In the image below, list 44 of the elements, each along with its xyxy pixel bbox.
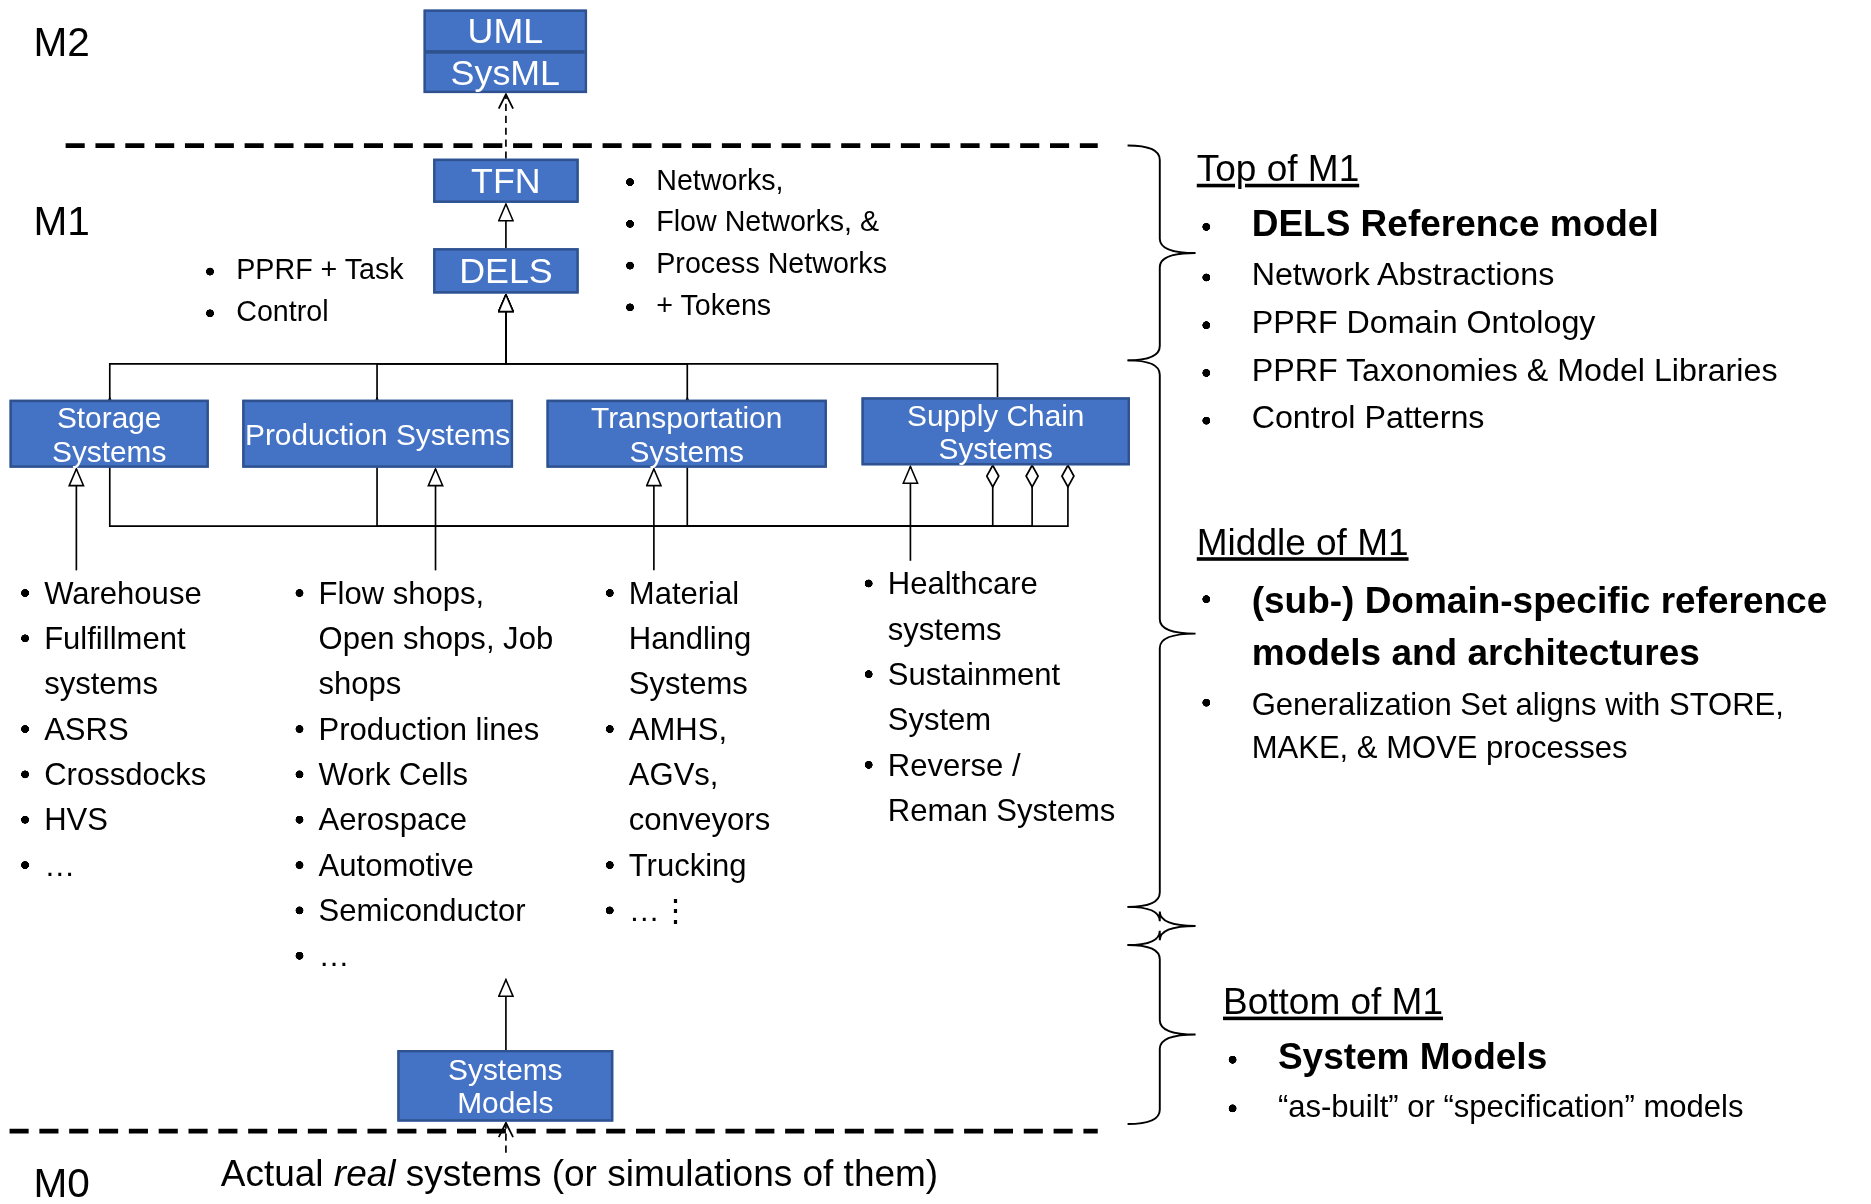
generalization-arrow: [498, 978, 514, 1051]
level-label: M0: [33, 1159, 90, 1204]
class-box: TFN: [433, 158, 579, 203]
dependency-arrow: [497, 1121, 514, 1154]
node-label: Work Cells: [318, 756, 468, 793]
class-box: Systems Models: [397, 1050, 614, 1122]
class-box: Storage Systems: [9, 399, 209, 468]
class-box: Supply Chain Systems: [861, 397, 1130, 466]
section-heading: Bottom of M1: [1223, 980, 1443, 1024]
node-label: Material Handling Systems: [628, 575, 752, 702]
node-label: Semiconductor: [318, 892, 526, 929]
node-label: Trucking: [628, 847, 747, 883]
dependency-arrow: [497, 93, 514, 160]
class-box: DELS: [433, 248, 579, 294]
class-box: Production Systems: [242, 399, 514, 468]
class-box: Transportation Systems: [546, 399, 827, 468]
bullet-list: Flow shops, Open shops, Job shops Production lines Work Cells Aerospace Automotive Semiconductor …: [292, 570, 565, 979]
node-label: …: [318, 937, 350, 974]
node-label: …⋮: [628, 892, 691, 929]
node-label: HVS: [44, 801, 108, 838]
node-label: Sustainment System: [887, 656, 1061, 738]
node-label: …: [44, 847, 76, 883]
node-label: Warehouse: [44, 575, 202, 611]
level-label: M2: [33, 19, 90, 66]
generalization-arrow: [902, 465, 919, 562]
generalization-arrow: [68, 468, 85, 572]
generalization-arrow: [498, 293, 999, 399]
bullet-list: Material Handling Systems AMHS, AGVs, conveyors Trucking …⋮: [602, 570, 818, 934]
bullet-list: Warehouse Fulfillment systems ASRS Crossdocks HVS …: [17, 570, 239, 888]
node-label: Reverse / Reman Systems: [887, 746, 1116, 829]
node-label: Aerospace: [318, 801, 467, 838]
node-label: ASRS: [44, 711, 129, 747]
level-label: M1: [33, 198, 90, 245]
node-label: Production lines: [318, 711, 540, 747]
bullet-list: Healthcare systems Sustainment System Reverse / Reman Systems: [861, 560, 1119, 833]
level-text: Actual real systems (or simulations of them): [220, 1152, 1045, 1196]
generalization-arrow: [645, 468, 662, 572]
section-heading: Top of M1: [1196, 147, 1360, 191]
node-label: Automotive: [318, 847, 474, 883]
compartment-box: UML SysML: [423, 9, 588, 94]
generalization-arrow: [498, 203, 514, 250]
section-heading: Middle of M1: [1196, 521, 1409, 565]
node-label: Crossdocks: [44, 756, 207, 793]
generalization-arrow: [427, 468, 444, 572]
